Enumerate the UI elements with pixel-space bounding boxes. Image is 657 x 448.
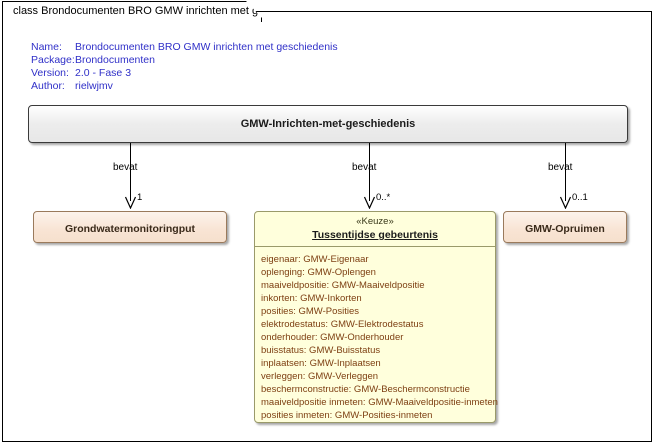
connector-label-right: bevat: [548, 162, 573, 173]
metadata-package-key: Package:: [31, 54, 75, 66]
class-attribute-list: eigenaar: GMW-Eigenaar oplenging: GMW-Opl…: [255, 248, 498, 422]
connector-multiplicity-left: 1: [137, 192, 143, 203]
class-name-right: GMW-Opruimen: [525, 223, 605, 235]
class-box-grondwatermonitoringput[interactable]: Grondwatermonitoringput: [33, 211, 227, 243]
diagram-metadata: Name: Brondocumenten BRO GMW inrichten me…: [31, 41, 338, 93]
metadata-row-version: Version: 2.0 - Fase 3: [31, 67, 338, 80]
metadata-row-author: Author: rielwjmv: [31, 80, 338, 93]
diagram-title-label: class Brondocumenten BRO GMW inrichten m…: [13, 5, 317, 17]
metadata-package-value: Brondocumenten: [75, 54, 155, 66]
class-attribute-row: onderhouder: GMW-Onderhouder: [261, 332, 404, 343]
connector-label-left: bevat: [113, 162, 138, 173]
class-name-left: Grondwatermonitoringput: [64, 223, 196, 235]
class-attribute-row: eigenaar: GMW-Eigenaar: [261, 254, 369, 265]
connector-label-center: bevat: [352, 162, 377, 173]
diagram-title-tab[interactable]: class Brondocumenten BRO GMW inrichten m…: [2, 1, 262, 22]
class-attribute-row: posities: GMW-Posities: [261, 306, 360, 317]
class-attribute-row: maaiveldpositie: GMW-Maaiveldpositie: [261, 280, 425, 291]
metadata-author-key: Author:: [31, 80, 65, 92]
arrowhead-center: [363, 196, 376, 209]
class-box-tussentijdse-gebeurtenis[interactable]: «Keuze» Tussentijdse gebeurtenis eigenaa…: [254, 211, 498, 423]
connector-line-left[interactable]: [130, 143, 131, 201]
arrowhead-left: [124, 196, 137, 209]
class-attribute-row: inkorten: GMW-Inkorten: [261, 293, 362, 304]
connector-multiplicity-right: 0..1: [572, 192, 588, 203]
metadata-version-key: Version:: [31, 67, 69, 79]
arrowhead-right: [559, 196, 572, 209]
connector-line-right[interactable]: [565, 143, 566, 201]
class-attribute-row: beschermconstructie: GMW-Beschermconstru…: [261, 384, 470, 395]
class-attribute-row: inplaatsen: GMW-Inplaatsen: [261, 358, 381, 369]
class-name-choice: Tussentijdse gebeurtenis: [312, 229, 438, 241]
class-name-root: GMW-Inrichten-met-geschiedenis: [240, 118, 416, 130]
metadata-row-package: Package:Brondocumenten: [31, 54, 338, 67]
class-attribute-row: oplenging: GMW-Oplengen: [261, 267, 376, 278]
metadata-name-key: Name:: [31, 41, 62, 53]
diagram-title-tab-fill: [4, 3, 261, 22]
class-attribute-row: verleggen: GMW-Verleggen: [261, 371, 379, 382]
connector-multiplicity-center: 0..*: [376, 192, 391, 203]
class-attribute-row: elektrodestatus: GMW-Elektrodestatus: [261, 319, 424, 330]
class-header-choice: «Keuze» Tussentijdse gebeurtenis: [255, 212, 495, 247]
metadata-author-value: rielwjmv: [75, 80, 113, 92]
class-box-gmw-opruimen[interactable]: GMW-Opruimen: [503, 211, 627, 243]
class-attribute-row: buisstatus: GMW-Buisstatus: [261, 345, 381, 356]
metadata-version-value: 2.0 - Fase 3: [75, 67, 132, 79]
class-stereotype-choice: «Keuze»: [356, 216, 394, 227]
connector-line-center[interactable]: [369, 143, 370, 201]
class-attribute-row: posities inmeten: GMW-Posities-inmeten: [261, 410, 433, 421]
metadata-name-value: Brondocumenten BRO GMW inrichten met ges…: [75, 41, 338, 53]
class-box-gmw-inrichten-met-geschiedenis[interactable]: GMW-Inrichten-met-geschiedenis: [28, 105, 628, 143]
class-attribute-row: maaiveldpositie inmeten: GMW-Maaiveldpos…: [261, 397, 498, 408]
metadata-row-name: Name: Brondocumenten BRO GMW inrichten me…: [31, 41, 338, 54]
